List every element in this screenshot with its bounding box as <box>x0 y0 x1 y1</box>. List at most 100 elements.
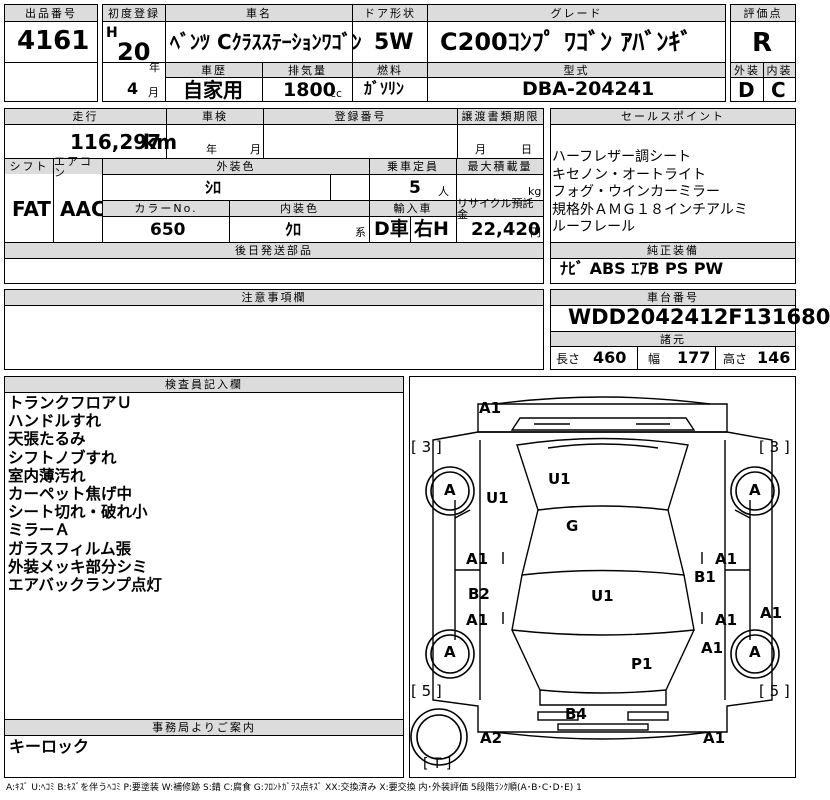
sales-point-line: ハーフレザー調シート <box>552 149 692 165</box>
inspection-month-unit: 月 <box>250 143 261 156</box>
sales-label: セールスポイント <box>551 109 795 124</box>
capacity: 5 <box>409 178 421 198</box>
exterior-grade: D <box>738 78 755 102</box>
fuel-label: 燃料 <box>353 63 427 77</box>
int-color-label: 内装色 <box>230 201 369 216</box>
bracket-t: [ T ] <box>423 756 452 772</box>
mileage: 116,297 <box>70 130 162 154</box>
sales-box <box>550 108 796 284</box>
notes-label: 注意事項欄 <box>5 290 543 305</box>
equipment-label: 純正装備 <box>551 243 795 258</box>
damage-mark: P1 <box>631 655 653 673</box>
interior-grade: C <box>771 78 786 102</box>
damage-mark: B1 <box>694 568 716 586</box>
inspector-note-line: ハンドルすれ <box>8 412 102 431</box>
lot-box <box>4 4 98 102</box>
grade-label: グレード <box>428 5 725 21</box>
damage-mark: A1 <box>703 729 726 747</box>
legend: A:ｷｽﾞ U:ﾍｺﾐ B:ｷｽﾞを伴うﾍｺﾐ P:要塗装 W:補修跡 S:錆 … <box>6 783 582 793</box>
lot-number: 4161 <box>17 26 90 56</box>
car-diagram <box>410 396 780 766</box>
recycle-unit: 円 <box>530 226 541 239</box>
bracket-3-left: [ 3 ] <box>411 438 442 456</box>
damage-mark: A <box>444 481 456 499</box>
interior-label: 内装 <box>764 63 795 77</box>
history-label: 車歴 <box>166 63 262 77</box>
inspector-note-line: ガラスフィルム張 <box>8 539 132 558</box>
sales-point-line: 規格外ＡＭＧ１８インチアルミ <box>552 201 748 218</box>
inspector-note-line: シート切れ・破れ小 <box>8 503 148 522</box>
height: 146 <box>757 348 791 367</box>
info-box <box>4 108 544 284</box>
mileage-label: 走行 <box>5 109 166 124</box>
office-note: キーロック <box>9 737 90 756</box>
month-unit: 月 <box>148 86 159 99</box>
damage-mark: B2 <box>468 585 490 603</box>
damage-mark: A <box>749 481 761 499</box>
damage-mark: G <box>566 517 579 535</box>
bracket-3-right: [ 3 ] <box>759 438 790 456</box>
model-code: DBA-204241 <box>522 78 655 100</box>
reg-month: 4 <box>127 79 139 98</box>
vehicle-header-box <box>102 4 726 102</box>
later-parts-label: 後日発送部品 <box>5 243 543 258</box>
inspector-note-line: ミラーＡ <box>8 521 71 540</box>
door-type: 5W <box>374 30 414 55</box>
recycle-fee: 22,420 <box>471 219 541 240</box>
grade: C200ｺﾝﾌﾟ ﾜｺﾞﾝ ｱﾊﾞﾝｷﾞ <box>440 28 693 56</box>
ac-label: エアコン <box>54 156 102 178</box>
length-label: 長さ <box>556 352 581 366</box>
reg-no-label: 登録番号 <box>264 109 457 124</box>
ext-color-label: 外装色 <box>103 159 369 174</box>
damage-diagram-box <box>409 376 796 778</box>
ac: AAC <box>60 197 106 221</box>
displacement: 1800 <box>283 79 336 101</box>
exterior-label: 外装 <box>731 63 763 77</box>
office-label: 事務局よりご案内 <box>5 720 403 735</box>
max-load-unit: kg <box>528 185 542 198</box>
shift-label: シフト <box>5 159 53 174</box>
inspection-label: 車検 <box>167 109 263 124</box>
ext-color: ｼﾛ <box>205 178 222 197</box>
displacement-unit: cc <box>330 87 343 100</box>
max-load-label: 最大積載量 <box>457 159 543 174</box>
damage-mark: U1 <box>486 489 509 507</box>
chassis-number: WDD2042412F131680 <box>568 305 830 329</box>
car-name: ﾍﾞﾝﾂ Cｸﾗｽｽﾃｰｼｮﾝﾜｺﾞﾝ <box>170 30 362 54</box>
era: H <box>106 25 118 41</box>
year-unit: 年 <box>149 61 160 74</box>
color-no-label: カラーNo. <box>103 201 229 216</box>
first-reg-label: 初度登録 <box>103 5 165 21</box>
damage-mark: A <box>749 643 761 661</box>
inspector-note-line: シフトノブすれ <box>8 448 117 467</box>
inspector-note-line: カーペット焦げ中 <box>8 485 133 504</box>
displacement-label: 排気量 <box>263 63 352 77</box>
reg-year: 20 <box>117 38 151 66</box>
width: 177 <box>677 348 711 367</box>
damage-mark: A1 <box>466 611 489 629</box>
damage-mark: A1 <box>715 550 738 568</box>
inspector-note-line: 外装メッキ部分シミ <box>8 557 148 576</box>
chassis-label: 車台番号 <box>551 290 795 305</box>
damage-mark: A <box>444 643 456 661</box>
handle-side: 右H <box>414 218 449 240</box>
history: 自家用 <box>183 78 243 102</box>
model-label: 型式 <box>428 63 725 77</box>
length: 460 <box>593 348 627 367</box>
damage-mark: A1 <box>715 611 738 629</box>
recycle-label: リサイクル預託金 <box>457 198 543 220</box>
inspector-note-line: 室内薄汚れ <box>8 466 86 485</box>
int-color: ｸﾛ <box>285 220 302 239</box>
damage-mark: A1 <box>479 399 502 417</box>
damage-mark: B4 <box>565 705 587 723</box>
equipment: ﾅﾋﾞ ABS ｴｱB PS PW <box>560 259 724 278</box>
mileage-unit: km <box>143 130 178 154</box>
inspector-box <box>4 376 404 778</box>
inspector-label: 検査員記入欄 <box>5 377 403 392</box>
transfer-month-unit: 月 <box>475 143 486 156</box>
chassis-box <box>550 289 796 370</box>
damage-mark: U1 <box>548 470 571 488</box>
lot-label: 出品番号 <box>5 5 97 21</box>
import-label: 輸入車 <box>370 201 456 216</box>
